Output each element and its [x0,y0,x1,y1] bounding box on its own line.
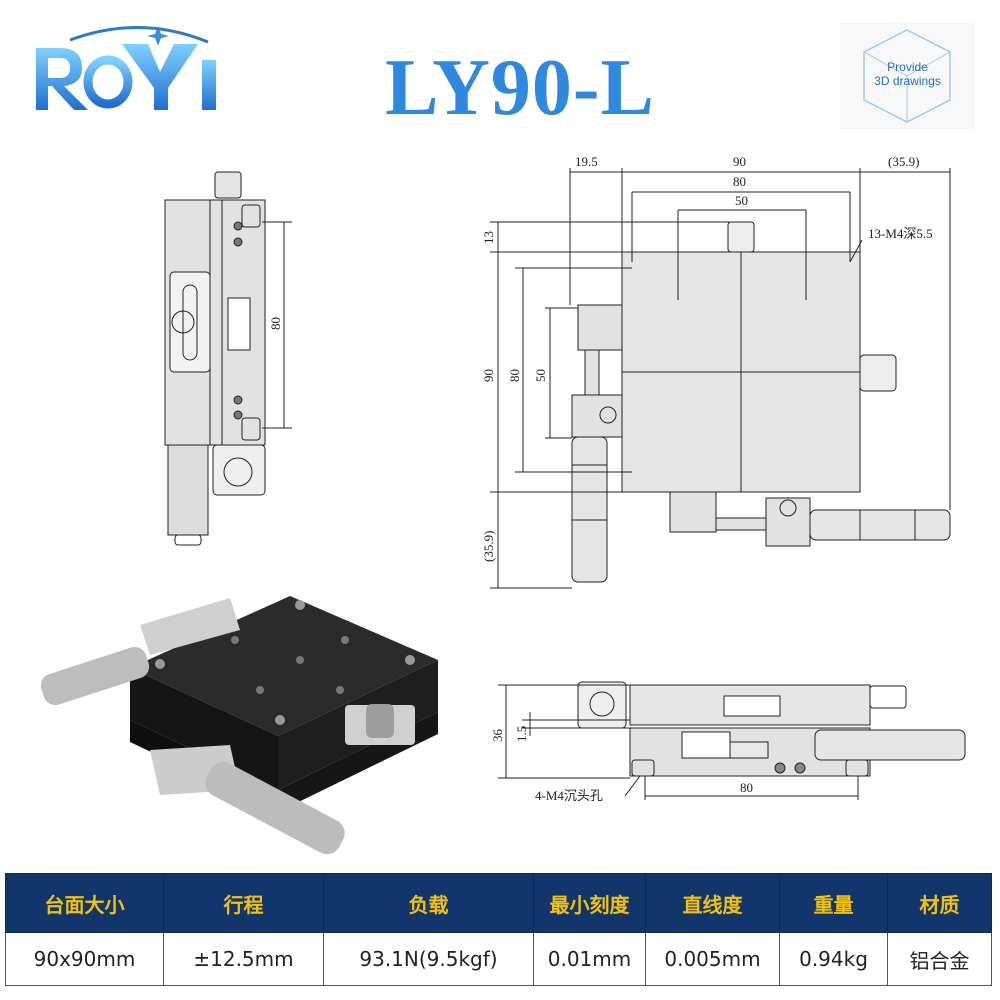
spec-header-load: 负载 [323,873,534,933]
dim-80-left: 80 [507,369,522,382]
spec-header-travel: 行程 [163,873,324,933]
royi-logo [36,26,216,110]
spec-value-straightness: 0.005mm [645,932,780,986]
product-render [40,596,438,855]
spec-table: 台面大小 行程 负载 最小刻度 直线度 重量 材质 90x90mm ±12.5m… [5,873,992,986]
spec-value-row: 90x90mm ±12.5mm 93.1N(9.5kgf) 0.01mm 0.0… [5,932,992,986]
dim-50-left: 50 [533,369,548,382]
spec-value-material: 铝合金 [887,932,992,986]
spec-value-travel: ±12.5mm [163,932,324,986]
dim-13-left: 13 [481,231,496,244]
spec-value-weight: 0.94kg [779,932,888,986]
hole-note: 4-M4沉头孔 [535,788,603,803]
3d-drawings-badge: Provide 3D drawings [840,22,975,130]
dim-80-side: 80 [268,317,283,330]
dim-36-front: 36 [490,729,505,743]
spec-header-min-scale: 最小刻度 [533,873,646,933]
badge-line-1: Provide [887,60,928,74]
spec-header-table-size: 台面大小 [5,873,164,933]
dim-90-top: 90 [733,154,746,169]
dim-80-front: 80 [740,780,753,795]
thread-note: 13-M4深5.5 [868,226,933,241]
dim-50-top: 50 [735,193,748,208]
dim-19-5: 19.5 [575,154,598,169]
dim-90-left: 90 [481,369,496,382]
spec-value-table-size: 90x90mm [5,932,164,986]
spec-header-row: 台面大小 行程 负载 最小刻度 直线度 重量 材质 [5,873,992,933]
spec-value-min-scale: 0.01mm [533,932,646,986]
dim-35-9-left: (35.9) [481,531,496,562]
spec-header-weight: 重量 [779,873,888,933]
side-view [164,171,292,546]
badge-line-2: 3D drawings [874,74,941,88]
dim-1-5-front: 1.5 [514,726,529,742]
cube-outline-icon [863,29,951,123]
model-title: LY90-L [385,44,655,132]
front-view [498,681,966,800]
top-view [490,168,951,589]
dim-35-9-top: (35.9) [888,154,919,169]
spec-header-material: 材质 [887,873,992,933]
technical-drawing: 19.5 90 (35.9) 80 50 13-M4深5.5 13 90 80 … [40,154,966,855]
spec-header-straightness: 直线度 [645,873,780,933]
dim-80-top: 80 [733,174,746,189]
spec-value-load: 93.1N(9.5kgf) [323,932,534,986]
